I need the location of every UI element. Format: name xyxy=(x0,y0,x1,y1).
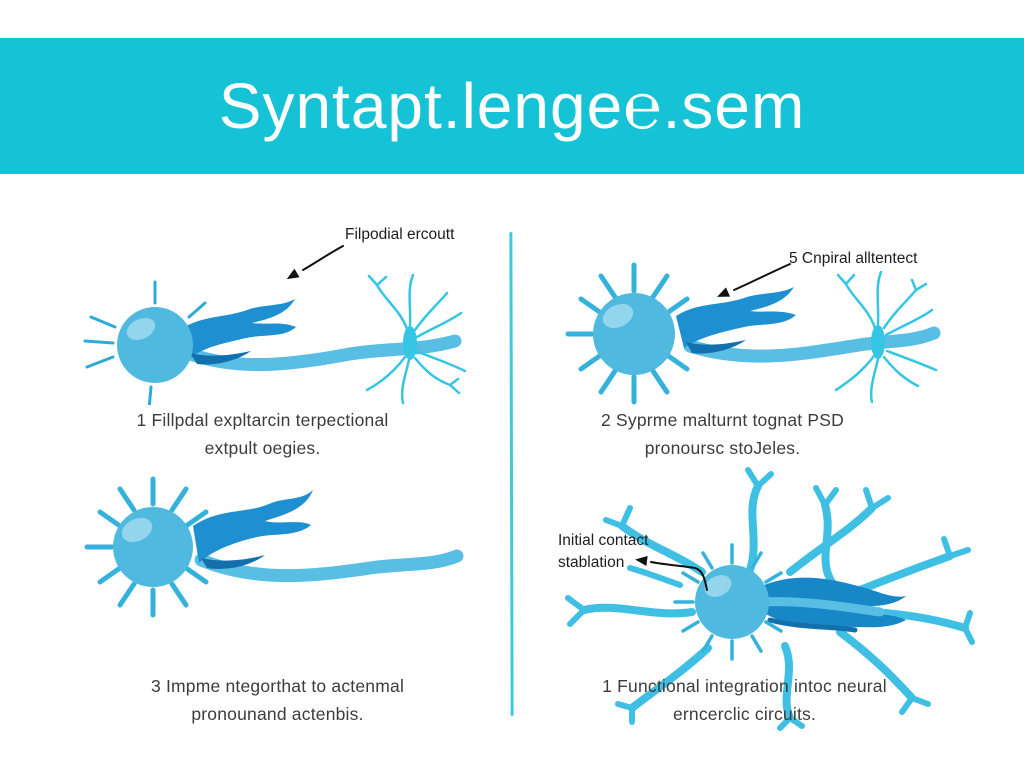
caption-top-left-line2: extpult oegies. xyxy=(204,438,321,458)
caption-top-left: 1 Fillpdal expltarcin terpectional extpu… xyxy=(60,406,465,462)
dendrites xyxy=(180,299,296,365)
annotation-top-right: 5 Cnpiral alltentect xyxy=(789,250,918,267)
caption-top-right-line1: 2 Syprme malturnt tognat PSD xyxy=(601,410,844,430)
soma-spikes xyxy=(83,280,207,405)
soma-spikes xyxy=(84,476,209,618)
neuron-illustration-bottom-right xyxy=(565,467,975,731)
caption-bottom-left-line2: pronounand actenbis. xyxy=(191,704,364,724)
dendrites xyxy=(755,577,906,633)
arrow-icon-top-left xyxy=(286,245,344,280)
caption-top-right: 2 Syprme malturnt tognat PSD pronoursc s… xyxy=(520,406,925,462)
neuron-illustration-bottom-left xyxy=(84,476,464,618)
soma-spikes xyxy=(565,262,690,405)
caption-top-right-line2: pronoursc stoJeles. xyxy=(644,438,801,458)
axon xyxy=(683,326,941,363)
header-banner: Syntapt.lenge℮.sem xyxy=(0,38,1024,174)
axon xyxy=(194,549,464,583)
caption-bottom-left: 3 Impme ntegorthat to actenmal pronounan… xyxy=(75,672,480,728)
axon-terminal-icon xyxy=(365,273,467,405)
soma xyxy=(117,307,193,383)
neuron-illustration-top-right xyxy=(565,262,941,405)
soma xyxy=(113,507,193,587)
caption-bottom-right: 1 Functional integration intoc neural er… xyxy=(542,672,947,728)
neuron-illustration-top-left xyxy=(83,273,467,405)
caption-top-left-line1: 1 Fillpdal expltarcin terpectional xyxy=(136,410,389,430)
annotation-bottom-right: Initial contact stablation xyxy=(558,530,648,574)
annotation-bottom-right-line2: stablation xyxy=(558,554,625,571)
arrow-icon-top-right xyxy=(717,263,791,297)
axon-terminal-icon xyxy=(834,270,938,404)
soma-spikes xyxy=(673,543,783,661)
caption-bottom-left-line1: 3 Impme ntegorthat to actenmal xyxy=(150,676,405,696)
dendrite-branches xyxy=(565,467,975,731)
quadrant-divider xyxy=(509,231,514,717)
dendrites xyxy=(676,287,796,354)
axon xyxy=(186,334,462,372)
caption-bottom-right-line2: erncerclic circuits. xyxy=(672,704,817,724)
soma xyxy=(593,293,675,375)
page-title: Syntapt.lenge℮.sem xyxy=(218,70,806,142)
annotation-top-left: Filpodial ercoutt xyxy=(345,226,455,243)
dendrites xyxy=(193,490,313,569)
annotation-bottom-right-line1: Initial contact xyxy=(558,532,649,549)
caption-bottom-right-line1: 1 Functional integration intoc neural xyxy=(602,676,887,696)
soma xyxy=(695,565,769,639)
arrow-icon-bottom-right xyxy=(635,556,708,591)
